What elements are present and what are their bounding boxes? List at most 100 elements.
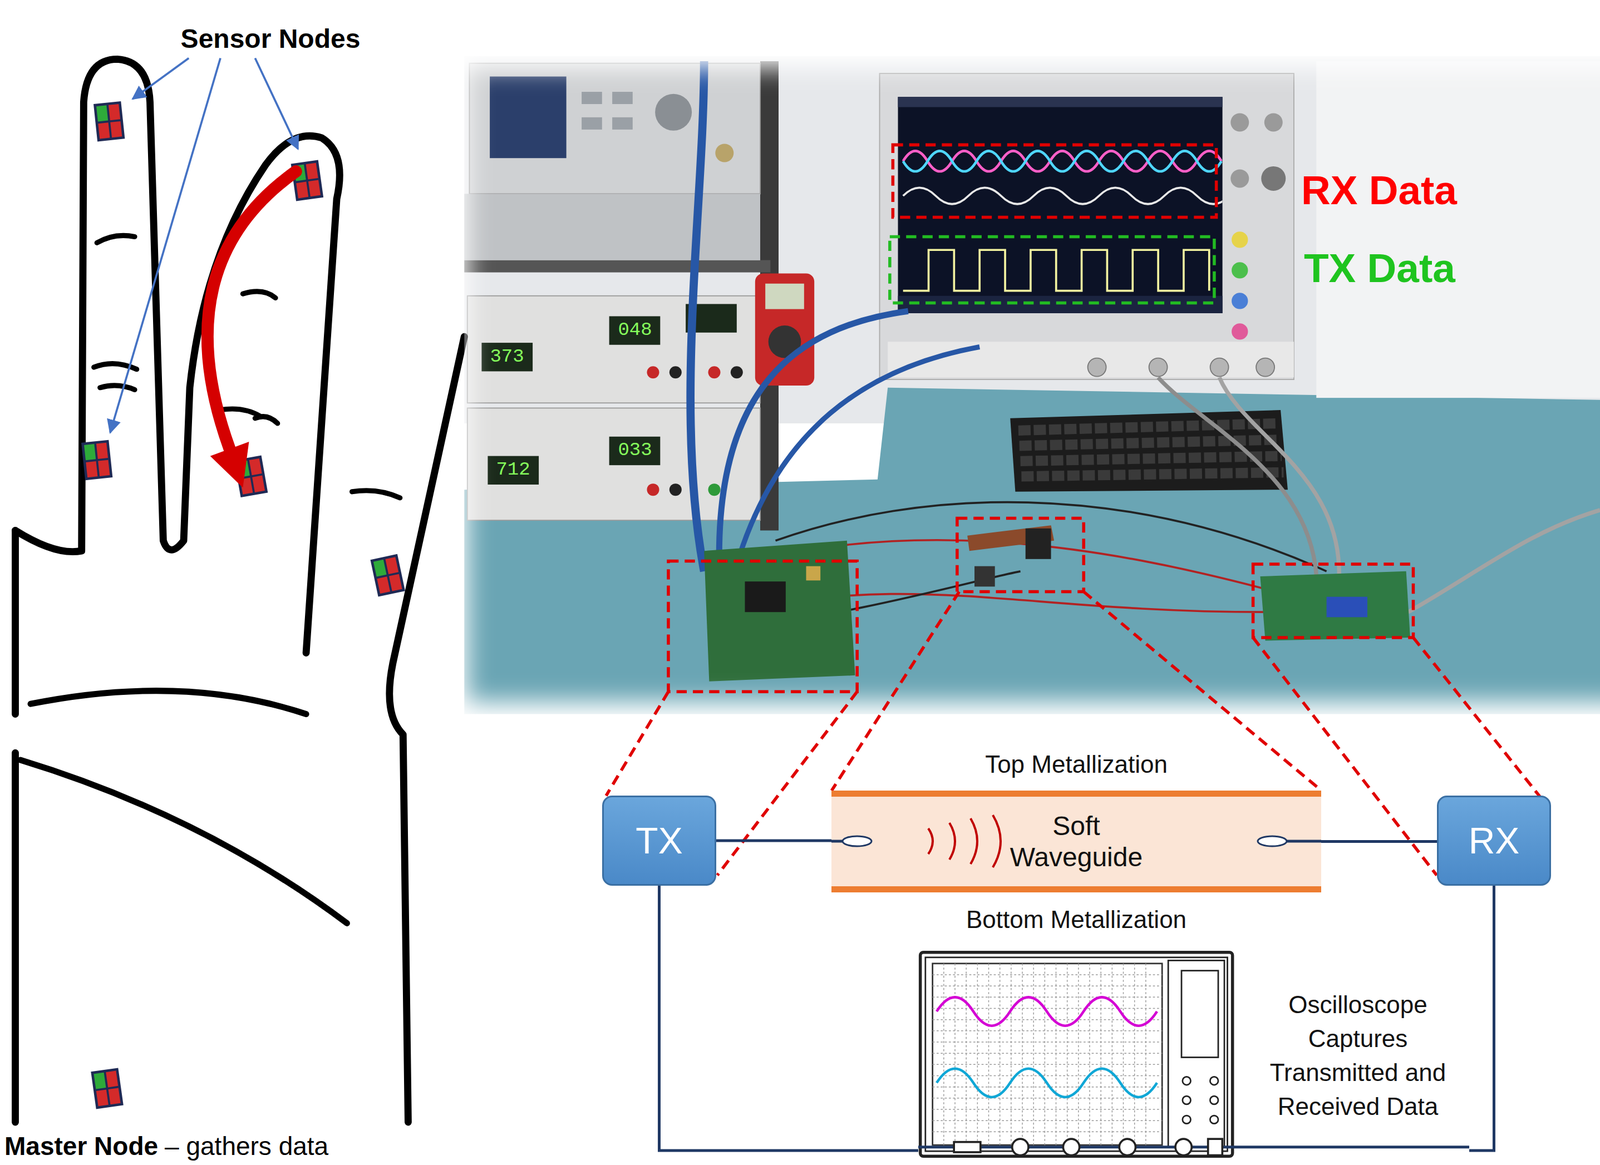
- lab-photo: [464, 56, 1600, 424]
- oscilloscope: Oscilloscope Captures Transmitted and Re…: [918, 950, 1470, 1165]
- soft-waveguide: Top MetallizationSoft WaveguideBottom Me…: [831, 790, 1322, 893]
- lab-photo: [1158, 377, 1317, 602]
- lab-photo: [1020, 456, 1282, 462]
- lab-photo: [1264, 113, 1283, 132]
- hand-outline: [11, 752, 19, 1123]
- lab-photo: [715, 144, 734, 163]
- master-node-note: – gathers data: [164, 1131, 329, 1162]
- oscilloscope-drawing: [932, 975, 1163, 1132]
- lab-photo: [1025, 528, 1052, 560]
- lab-photo: [903, 187, 1223, 204]
- box-label: TX: [635, 820, 683, 862]
- highlight-boxes: [889, 236, 1215, 303]
- lab-photo: [903, 150, 1223, 291]
- sensor-leader-lines: [254, 58, 298, 150]
- sensor-leader-lines: [110, 58, 298, 433]
- lab-photo: [487, 456, 539, 485]
- data-flow-arrow: [207, 171, 297, 450]
- lab-photo: [646, 483, 659, 496]
- lab-photo: [765, 283, 805, 310]
- lab-photo: [690, 61, 704, 572]
- lab-photo: [1230, 169, 1249, 188]
- lab-photo: [464, 387, 1600, 715]
- zoom-leader-lines: [606, 691, 669, 796]
- lab-photo: [612, 91, 633, 105]
- hand-outline: [352, 490, 401, 499]
- signal-wire: [716, 839, 832, 843]
- lab-photo: [903, 150, 1222, 172]
- signal-wire: [1469, 885, 1495, 1151]
- oscilloscope-drawing: [1182, 1076, 1219, 1124]
- lab-photo: [898, 296, 1223, 314]
- waveguide-drawing: [831, 886, 1322, 893]
- lab-photo: [467, 407, 761, 521]
- lab-photo: [1231, 292, 1248, 309]
- waveguide-drawing: [1286, 840, 1322, 844]
- sensor-node-icons: [370, 554, 406, 598]
- oscilloscope-drawing: [953, 1139, 1223, 1156]
- lab-photo: [469, 63, 761, 195]
- box-label: RX: [1468, 820, 1520, 862]
- lab-photo: [1021, 472, 1284, 477]
- lab-photo: [744, 581, 786, 613]
- metallization-label: Bottom Metallization: [966, 906, 1187, 935]
- oscilloscope-drawing: [1209, 1096, 1219, 1105]
- lab-photo: [1256, 358, 1275, 377]
- data-flow-arrow: [207, 171, 297, 488]
- lab-photo: [669, 366, 682, 379]
- lab-photo: [730, 366, 743, 379]
- lab-photo: [1259, 571, 1411, 642]
- receiver-box: RX: [1436, 795, 1552, 886]
- highlight-boxes: [957, 518, 1084, 592]
- oscilloscope-drawing: [1208, 1139, 1223, 1156]
- oscilloscope-caption: Oscilloscope Captures Transmitted and Re…: [1246, 987, 1470, 1124]
- waveguide-drawing: [992, 815, 1001, 868]
- waveguide-drawing: [928, 815, 1001, 868]
- lab-photo: [464, 260, 771, 273]
- lab-photo: [1231, 323, 1248, 340]
- psu-readout: 033: [617, 439, 652, 462]
- hand-outline: [254, 416, 278, 424]
- waveguide-drawing: [842, 836, 872, 847]
- lab-photo: [1219, 377, 1339, 602]
- lab-photo: [887, 341, 1294, 378]
- hand-outline: [30, 691, 307, 715]
- zoom-leader-lines: [606, 592, 1542, 876]
- rx-data-label: RX Data: [1301, 166, 1457, 214]
- oscilloscope-drawing: [1012, 1139, 1029, 1156]
- zoom-leader-lines: [1413, 637, 1541, 799]
- psu-readout: 712: [495, 459, 530, 481]
- lab-photo: [1316, 61, 1600, 398]
- oscilloscope-drawing: [1119, 1139, 1136, 1156]
- hand-outline: [20, 760, 348, 924]
- sensor-node-icons: [81, 440, 113, 481]
- highlight-boxes: [668, 560, 858, 692]
- oscilloscope-drawing: [1209, 1076, 1219, 1086]
- waveguide-label: Soft Waveguide: [992, 810, 1160, 873]
- metallization-label: Top Metallization: [985, 750, 1168, 780]
- lab-photo: [903, 150, 1222, 172]
- sensor-node-icons: [90, 1067, 123, 1110]
- lab-photo: [707, 366, 721, 379]
- waveguide-drawing: [928, 828, 933, 855]
- sensor-leader-lines: [132, 58, 189, 100]
- oscilloscope-drawing: [1182, 1076, 1191, 1086]
- lab-photo: [1326, 597, 1368, 618]
- signal-wire: [659, 885, 919, 1151]
- hand-outline: [219, 409, 260, 417]
- lab-photo: [646, 366, 659, 379]
- lab-photo: [581, 91, 603, 105]
- oscilloscope-drawing: [1168, 960, 1225, 1147]
- lab-photo: [669, 483, 682, 496]
- waveguide-drawing: [831, 840, 843, 844]
- lab-photo: [609, 436, 661, 466]
- oscilloscope-drawing: [932, 963, 1163, 1146]
- oscilloscope-drawing: [1182, 1115, 1191, 1125]
- lab-photo: [1018, 423, 1278, 431]
- lab-photo: [903, 249, 1210, 291]
- waveguide-drawing: [831, 790, 1322, 797]
- hand-outline: [11, 530, 19, 715]
- lab-photo: [581, 117, 603, 130]
- oscilloscope-drawing: [920, 952, 1233, 1158]
- oscilloscope-drawing: [953, 1142, 981, 1153]
